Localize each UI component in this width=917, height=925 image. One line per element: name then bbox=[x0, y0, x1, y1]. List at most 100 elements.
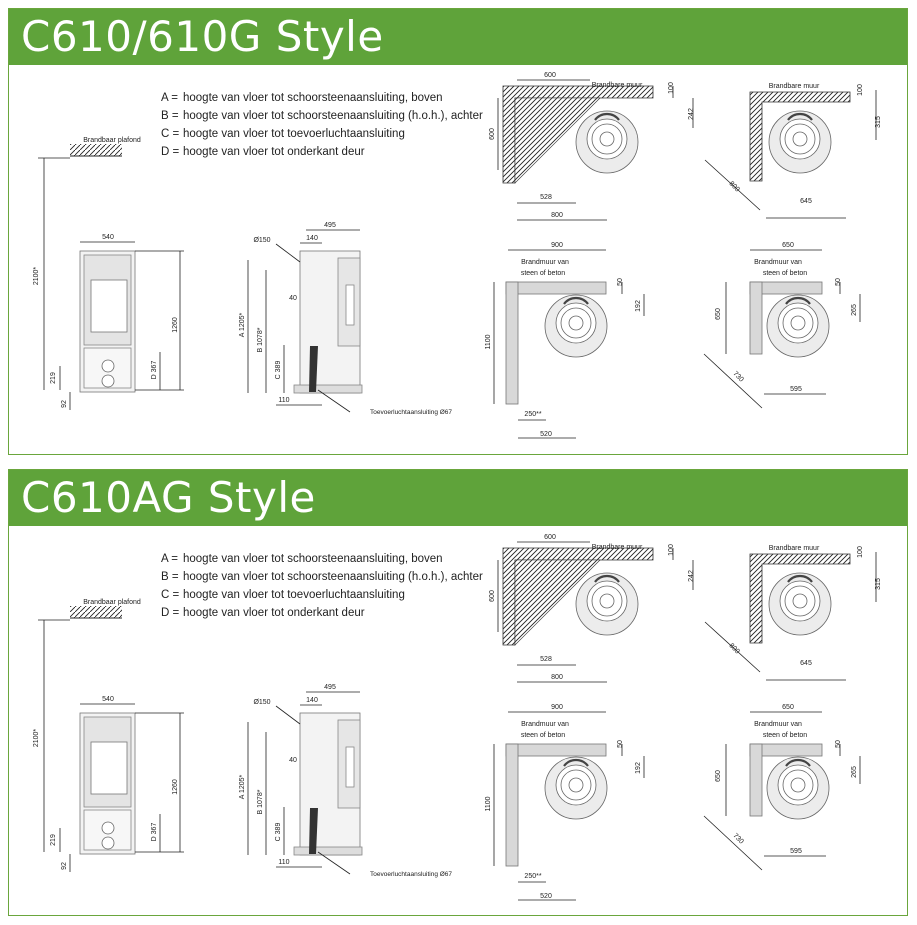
d-label: D 367 bbox=[151, 361, 158, 380]
air-inlet-circle bbox=[101, 359, 115, 373]
dim-label: 600 bbox=[544, 72, 556, 79]
height-label: 1260 bbox=[172, 779, 179, 795]
dim-label: 50 bbox=[835, 740, 842, 748]
legend-item-a: A =hoogte van vloer tot schoorsteenaansl… bbox=[161, 92, 443, 104]
d140-label: 140 bbox=[306, 235, 318, 242]
stove-window bbox=[90, 741, 128, 795]
legend: A =hoogte van vloer tot schoorsteenaansl… bbox=[161, 89, 483, 161]
dimension-line bbox=[275, 705, 301, 725]
legend: A =hoogte van vloer tot schoorsteenaansl… bbox=[161, 550, 483, 622]
width-label: 540 bbox=[102, 234, 114, 241]
dim-label: 800 bbox=[551, 674, 563, 681]
dim-label: 242 bbox=[688, 108, 695, 120]
corner-hatch bbox=[514, 97, 601, 184]
dim-label: 600 bbox=[489, 128, 496, 140]
stove-ring bbox=[782, 769, 814, 801]
dim-label: 528 bbox=[540, 656, 552, 663]
h219-label: 219 bbox=[50, 834, 57, 846]
legend-item-c: C =hoogte van vloer tot toevoerluchtaans… bbox=[161, 128, 405, 140]
flue-outlet bbox=[599, 131, 615, 147]
combustible-wall bbox=[749, 553, 851, 644]
dim-label: 250** bbox=[524, 411, 541, 418]
dim-label: 100 bbox=[857, 546, 864, 558]
section-title: C610AG Style bbox=[9, 470, 907, 526]
dim-label: 595 bbox=[790, 386, 802, 393]
ceiling-hatch bbox=[70, 606, 122, 618]
stone-wall bbox=[505, 281, 607, 295]
legend-item-d: D =hoogte van vloer tot onderkant deur bbox=[161, 146, 365, 158]
dim-label: 50 bbox=[617, 740, 624, 748]
c-label: C 389 bbox=[275, 823, 282, 842]
stove-door-arc bbox=[563, 758, 589, 767]
stove-door-arc bbox=[787, 112, 813, 121]
stove-side-slot bbox=[345, 746, 355, 788]
dim-label: 595 bbox=[790, 848, 802, 855]
wall-label: steen of beton bbox=[763, 732, 807, 739]
dim-label: 800 bbox=[727, 642, 740, 655]
dim-label: 315 bbox=[875, 116, 882, 128]
wall-label: Brandbare muur bbox=[592, 544, 643, 551]
dim-label: 600 bbox=[489, 590, 496, 602]
air-duct bbox=[309, 808, 318, 854]
legend-item-d: D =hoogte van vloer tot onderkant deur bbox=[161, 607, 365, 619]
dim-label: 650 bbox=[782, 242, 794, 249]
dimension-line bbox=[317, 389, 351, 413]
dimension-line bbox=[703, 815, 763, 871]
flue-outlet bbox=[790, 777, 806, 793]
wall-label: Brandmuur van bbox=[521, 721, 569, 728]
stone-wall bbox=[505, 743, 607, 757]
dim-label: 1100 bbox=[485, 334, 492, 349]
stone-wall bbox=[749, 281, 763, 355]
stove-ring bbox=[591, 585, 623, 617]
dimension-line bbox=[703, 353, 763, 409]
dimension-line bbox=[704, 159, 761, 211]
dim-label: 800 bbox=[551, 212, 563, 219]
dimension-line bbox=[275, 243, 301, 263]
d110-label: 110 bbox=[278, 397, 289, 404]
dim-label: 100 bbox=[668, 82, 675, 94]
stove-base bbox=[293, 846, 363, 856]
stone-wall bbox=[505, 743, 519, 867]
wall-label: steen of beton bbox=[521, 732, 565, 739]
stove-ring bbox=[784, 585, 816, 617]
combustible-wall bbox=[749, 91, 851, 182]
stove-base bbox=[293, 384, 363, 394]
dim-label: 250** bbox=[524, 873, 541, 880]
dimension-line bbox=[317, 851, 351, 875]
c-label: C 389 bbox=[275, 361, 282, 380]
stove-ring bbox=[560, 307, 592, 339]
stove-ring bbox=[782, 307, 814, 339]
legend-item-a: A =hoogte van vloer tot schoorsteenaansl… bbox=[161, 553, 443, 565]
stone-wall bbox=[749, 743, 763, 817]
a-label: A 1205* bbox=[239, 774, 246, 799]
ceiling-hatch bbox=[70, 144, 122, 156]
stove-door-arc bbox=[785, 296, 811, 305]
flue-outlet bbox=[792, 593, 808, 609]
dim-label: 315 bbox=[875, 578, 882, 590]
dim-label: 800 bbox=[727, 180, 740, 193]
ceiling-label: Brandbaar plafond bbox=[83, 137, 141, 144]
stove-door-arc bbox=[594, 112, 620, 121]
dim-label: 600 bbox=[544, 534, 556, 541]
corner-hatch bbox=[514, 559, 601, 646]
height-label: 1260 bbox=[172, 317, 179, 333]
legend-item-b: B =hoogte van vloer tot schoorsteenaansl… bbox=[161, 571, 483, 583]
d140-label: 140 bbox=[306, 697, 318, 704]
d-label: D 367 bbox=[151, 823, 158, 842]
flue-outlet bbox=[568, 315, 584, 331]
d40-label: 40 bbox=[289, 295, 297, 302]
wall-label: steen of beton bbox=[521, 270, 565, 277]
d110-label: 110 bbox=[278, 859, 289, 866]
section-1: C610/610G Style A =hoogte van vloer tot … bbox=[8, 8, 908, 455]
dim-label: 50 bbox=[617, 278, 624, 286]
dim-label: 520 bbox=[540, 893, 552, 900]
wall-label: Brandbare muur bbox=[769, 545, 820, 552]
dim-label: 50 bbox=[835, 278, 842, 286]
air-inlet-label: Toevoerluchtaansluiting Ø67 bbox=[370, 409, 452, 416]
flue-outlet bbox=[792, 131, 808, 147]
dim-label: 900 bbox=[551, 704, 563, 711]
wall-label: Brandmuur van bbox=[521, 259, 569, 266]
